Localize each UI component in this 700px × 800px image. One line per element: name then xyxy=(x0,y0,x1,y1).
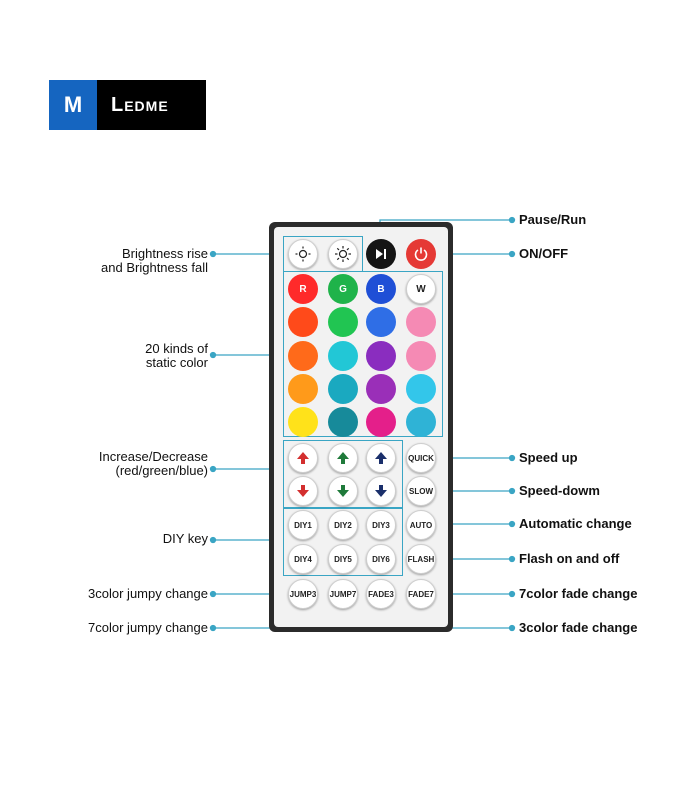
color-button-r1-c4[interactable]: W xyxy=(406,274,436,304)
auto-button[interactable]: AUTO xyxy=(406,510,436,540)
arrow-down-icon xyxy=(337,485,349,497)
label-fade3: 3color fade change xyxy=(519,620,638,635)
label-pause-run: Pause/Run xyxy=(519,212,587,227)
label-brightness-line2: and Brightness fall xyxy=(101,260,208,275)
label-jumpy7: 7color jumpy change xyxy=(88,620,208,635)
arrow-down-icon xyxy=(297,485,309,497)
label-brightness: Brightness rise and Brightness fall xyxy=(40,247,208,275)
slow-button[interactable]: SLOW xyxy=(406,476,436,506)
color-button-r5-c3[interactable] xyxy=(366,407,396,437)
label-auto-change: Automatic change xyxy=(519,516,632,531)
flash-button[interactable]: FLASH xyxy=(406,544,436,574)
brand-mark: M xyxy=(49,80,97,130)
static-color-group xyxy=(283,271,443,437)
green-up-button[interactable] xyxy=(328,443,358,473)
label-static-line2: static color xyxy=(145,355,208,370)
diy5-button[interactable]: DIY5 xyxy=(328,544,358,574)
red-up-button[interactable] xyxy=(288,443,318,473)
label-speed-down: Speed-dowm xyxy=(519,483,600,498)
color-button-r5-c2[interactable] xyxy=(328,407,358,437)
brightness-down-button[interactable] xyxy=(288,239,318,269)
color-button-r3-c2[interactable] xyxy=(328,341,358,371)
brand-logo: M Ledme xyxy=(49,80,206,130)
label-brightness-line1: Brightness rise xyxy=(122,246,208,261)
arrow-down-icon xyxy=(375,485,387,497)
label-incdec-line2: (red/green/blue) xyxy=(115,463,209,478)
diy2-button[interactable]: DIY2 xyxy=(328,510,358,540)
label-on-off: ON/OFF xyxy=(519,246,569,261)
jump7-button[interactable]: JUMP7 xyxy=(328,579,358,609)
green-down-button[interactable] xyxy=(328,476,358,506)
quick-button[interactable]: QUICK xyxy=(406,443,436,473)
color-button-r1-c1[interactable]: R xyxy=(288,274,318,304)
blue-up-button[interactable] xyxy=(366,443,396,473)
color-button-r5-c4[interactable] xyxy=(406,407,436,437)
color-button-r3-c3[interactable] xyxy=(366,341,396,371)
pause-run-button[interactable] xyxy=(366,239,396,269)
label-speed-up: Speed up xyxy=(519,450,578,465)
color-button-r2-c1[interactable] xyxy=(288,307,318,337)
rgb-adjust-group xyxy=(283,440,403,508)
arrow-up-icon xyxy=(337,452,349,464)
label-jumpy3: 3color jumpy change xyxy=(88,586,208,601)
arrow-up-icon xyxy=(375,452,387,464)
label-diy-key: DIY key xyxy=(162,531,208,546)
jump3-button[interactable]: JUMP3 xyxy=(288,579,318,609)
label-static-color: 20 kinds of static color xyxy=(40,342,208,370)
power-button[interactable] xyxy=(406,239,436,269)
diy3-button[interactable]: DIY3 xyxy=(366,510,396,540)
color-button-r2-c4[interactable] xyxy=(406,307,436,337)
fade3-button[interactable]: FADE3 xyxy=(366,579,396,609)
fade7-button[interactable]: FADE7 xyxy=(406,579,436,609)
label-incdec-line1: Increase/Decrease xyxy=(98,449,208,464)
label-flash: Flash on and off xyxy=(519,551,620,566)
color-button-r3-c4[interactable] xyxy=(406,341,436,371)
color-button-r1-c3[interactable]: B xyxy=(366,274,396,304)
play-pause-icon xyxy=(376,249,386,259)
label-fade7: 7color fade change xyxy=(519,586,638,601)
red-down-button[interactable] xyxy=(288,476,318,506)
brightness-down-icon xyxy=(295,246,311,262)
color-button-r4-c1[interactable] xyxy=(288,374,318,404)
diy1-button[interactable]: DIY1 xyxy=(288,510,318,540)
color-button-r4-c2[interactable] xyxy=(328,374,358,404)
color-button-r1-c2[interactable]: G xyxy=(328,274,358,304)
diy6-button[interactable]: DIY6 xyxy=(366,544,396,574)
power-icon xyxy=(414,247,428,261)
brightness-up-icon xyxy=(335,246,351,262)
diy-group xyxy=(283,508,403,576)
arrow-up-icon xyxy=(297,452,309,464)
label-static-line1: 20 kinds of xyxy=(145,341,208,356)
label-increase-decrease: Increase/Decrease (red/green/blue) xyxy=(40,450,208,478)
color-button-r4-c4[interactable] xyxy=(406,374,436,404)
color-button-r2-c3[interactable] xyxy=(366,307,396,337)
diy4-button[interactable]: DIY4 xyxy=(288,544,318,574)
color-button-r2-c2[interactable] xyxy=(328,307,358,337)
color-button-r5-c1[interactable] xyxy=(288,407,318,437)
brand-name: Ledme xyxy=(111,93,169,116)
brightness-up-button[interactable] xyxy=(328,239,358,269)
color-button-r4-c3[interactable] xyxy=(366,374,396,404)
color-button-r3-c1[interactable] xyxy=(288,341,318,371)
blue-down-button[interactable] xyxy=(366,476,396,506)
